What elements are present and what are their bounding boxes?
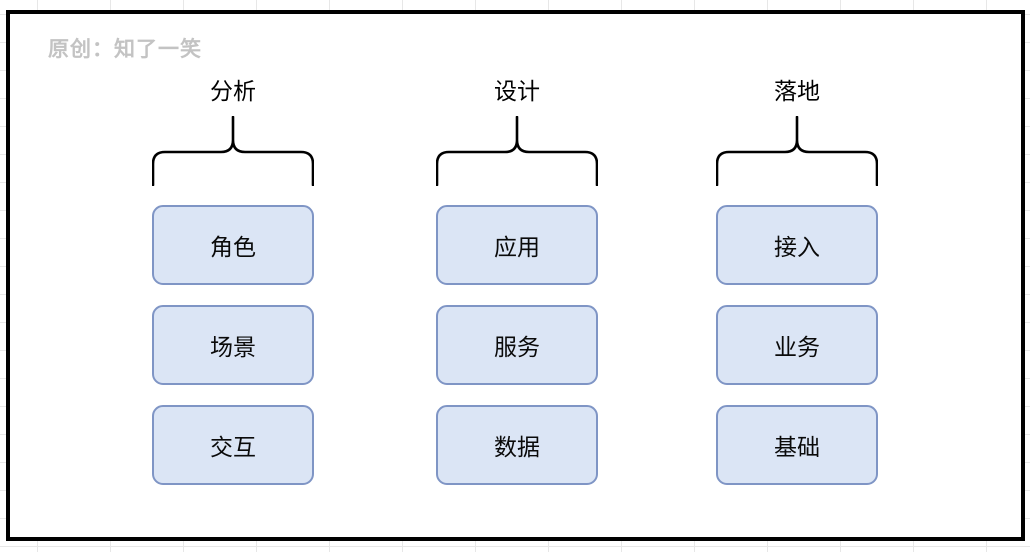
curly-brace-icon bbox=[152, 116, 314, 186]
diagram-box: 数据 bbox=[436, 405, 598, 485]
curly-brace-icon bbox=[436, 116, 598, 186]
box-stack: 接入 业务 基础 bbox=[716, 205, 878, 485]
box-stack: 应用 服务 数据 bbox=[436, 205, 598, 485]
diagram-box: 业务 bbox=[716, 305, 878, 385]
column-header: 分析 bbox=[210, 78, 256, 104]
diagram-box: 基础 bbox=[716, 405, 878, 485]
diagram-box: 场景 bbox=[152, 305, 314, 385]
diagram-box: 应用 bbox=[436, 205, 598, 285]
column-analysis: 分析 角色 场景 交互 bbox=[152, 78, 314, 485]
column-header: 设计 bbox=[494, 78, 540, 104]
watermark-text: 原创：知了一笑 bbox=[48, 38, 202, 61]
column-header: 落地 bbox=[774, 78, 820, 104]
diagram-canvas: 原创：知了一笑 分析 角色 场景 交互 设计 应用 服务 数据 落地 接入 bbox=[6, 10, 1025, 541]
box-stack: 角色 场景 交互 bbox=[152, 205, 314, 485]
curly-brace-icon bbox=[716, 116, 878, 186]
column-design: 设计 应用 服务 数据 bbox=[436, 78, 598, 485]
diagram-box: 接入 bbox=[716, 205, 878, 285]
column-landing: 落地 接入 业务 基础 bbox=[716, 78, 878, 485]
diagram-box: 服务 bbox=[436, 305, 598, 385]
diagram-box: 交互 bbox=[152, 405, 314, 485]
diagram-box: 角色 bbox=[152, 205, 314, 285]
